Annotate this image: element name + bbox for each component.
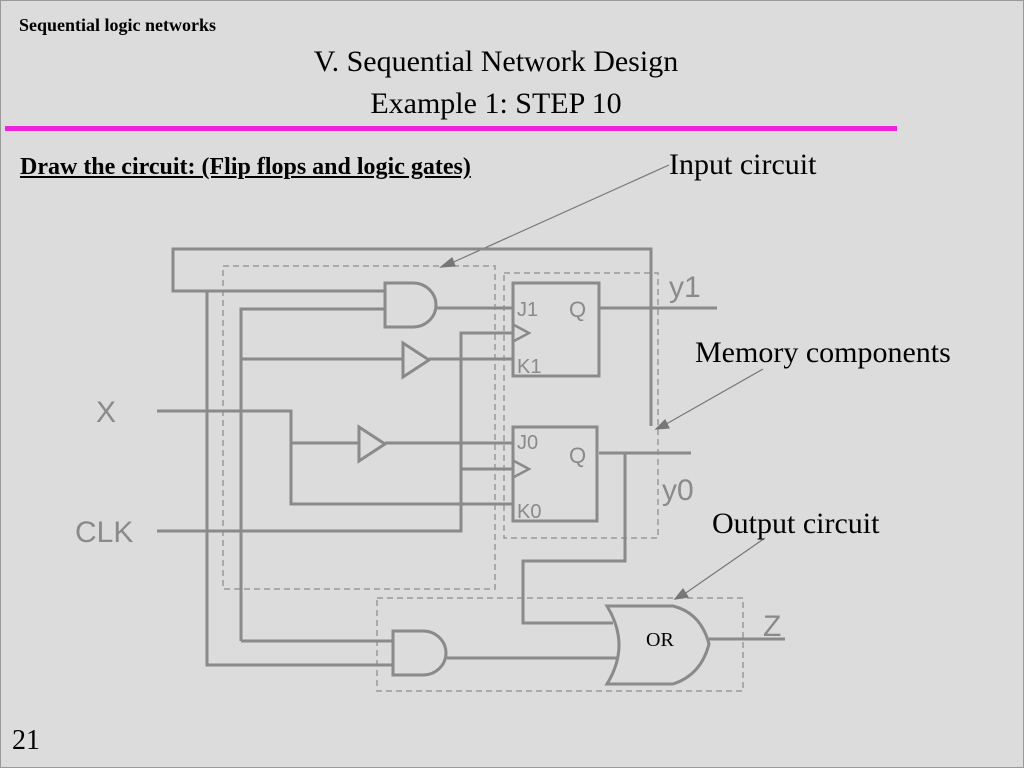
- output-circuit-region: [376, 597, 744, 692]
- or-gate-label: OR: [646, 629, 674, 651]
- title-divider: [5, 126, 897, 131]
- slide-title: V. Sequential Network Design: [313, 45, 679, 78]
- output-circuit-callout: Output circuit: [712, 507, 880, 540]
- signal-x-label: X: [96, 396, 116, 429]
- input-circuit-callout: Input circuit: [669, 148, 817, 181]
- signal-y0-label: y0: [662, 474, 694, 507]
- slide-subtitle-step: Example 1: STEP 10: [370, 87, 622, 120]
- and-gate-j1: [383, 281, 438, 329]
- signal-z-label: Z: [763, 610, 781, 643]
- ff0-k-label: K0: [517, 501, 541, 523]
- memory-components-region: [503, 272, 659, 539]
- output-circuit-arrowhead: [673, 587, 689, 600]
- memory-components-callout: Memory components: [695, 336, 951, 369]
- buffer-gate-k1: [401, 340, 432, 380]
- clock-input-icon-ff1: [513, 323, 532, 343]
- jk-flip-flop-1: [511, 281, 601, 378]
- jk-flip-flop-0: [511, 425, 599, 523]
- ff1-j-label: J1: [517, 299, 538, 321]
- input-circuit-arrowhead: [439, 257, 456, 268]
- output-circuit-arrow: [679, 537, 766, 598]
- buffer-gate-j0: [357, 424, 388, 464]
- memory-components-arrow: [660, 368, 764, 428]
- slide-number: 21: [12, 725, 40, 756]
- memory-components-arrowhead: [654, 418, 670, 430]
- signal-clk-label: CLK: [75, 516, 133, 549]
- wire-x-to-k0: [157, 409, 513, 506]
- section-label: Sequential logic networks: [19, 15, 217, 35]
- or-gate-output: [604, 604, 711, 686]
- signal-y1-label: y1: [669, 271, 701, 304]
- wire-clk-ff1: [157, 331, 513, 533]
- ff1-k-label: K1: [517, 356, 541, 378]
- wire-y0-to-or: [521, 453, 627, 625]
- input-circuit-region: [222, 265, 496, 590]
- ff0-q-label: Q: [569, 443, 586, 468]
- clock-input-icon-ff0: [513, 459, 532, 479]
- wire-y1-to-output-and: [205, 291, 393, 667]
- and-gate-output: [391, 629, 448, 677]
- instruction-heading: Draw the circuit: (Flip flops and logic …: [20, 154, 471, 180]
- ff0-j-label: J0: [517, 432, 538, 454]
- ff1-q-label: Q: [569, 297, 586, 322]
